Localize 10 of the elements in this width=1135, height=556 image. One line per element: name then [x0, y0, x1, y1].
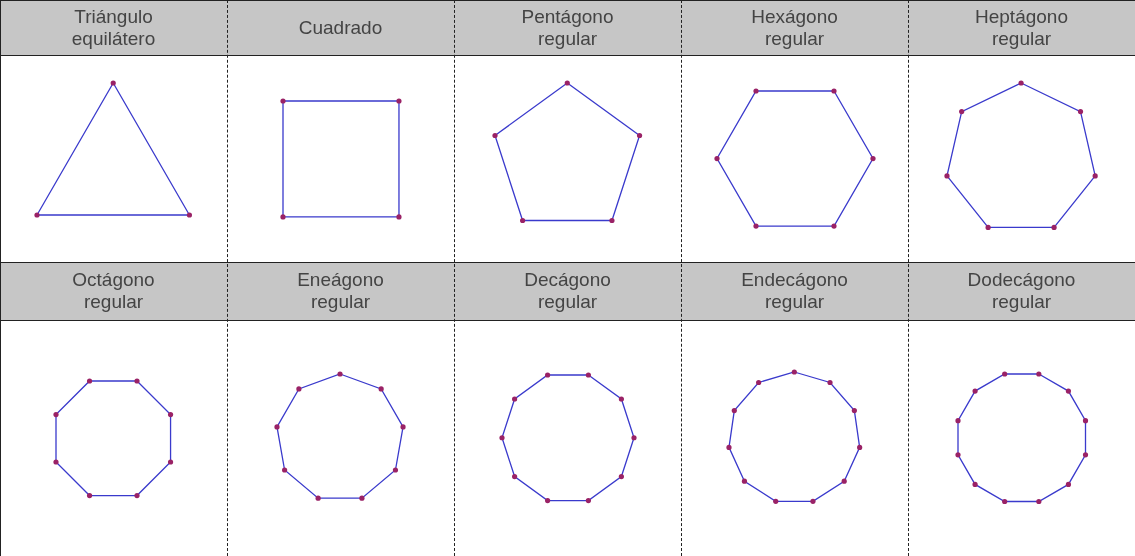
table-header: Cuadrado	[227, 0, 454, 55]
table-header: Pentágono regular	[454, 0, 681, 55]
table-header: Eneágono regular	[227, 262, 454, 320]
table-header: Dodecágono regular	[908, 262, 1135, 320]
table-header: Hexágono regular	[681, 0, 908, 55]
table-header: Octágono regular	[0, 262, 227, 320]
table-header: Heptágono regular	[908, 0, 1135, 55]
table-header: Triángulo equilátero	[0, 0, 227, 55]
table-header: Decágono regular	[454, 262, 681, 320]
table-header: Endecágono regular	[681, 262, 908, 320]
